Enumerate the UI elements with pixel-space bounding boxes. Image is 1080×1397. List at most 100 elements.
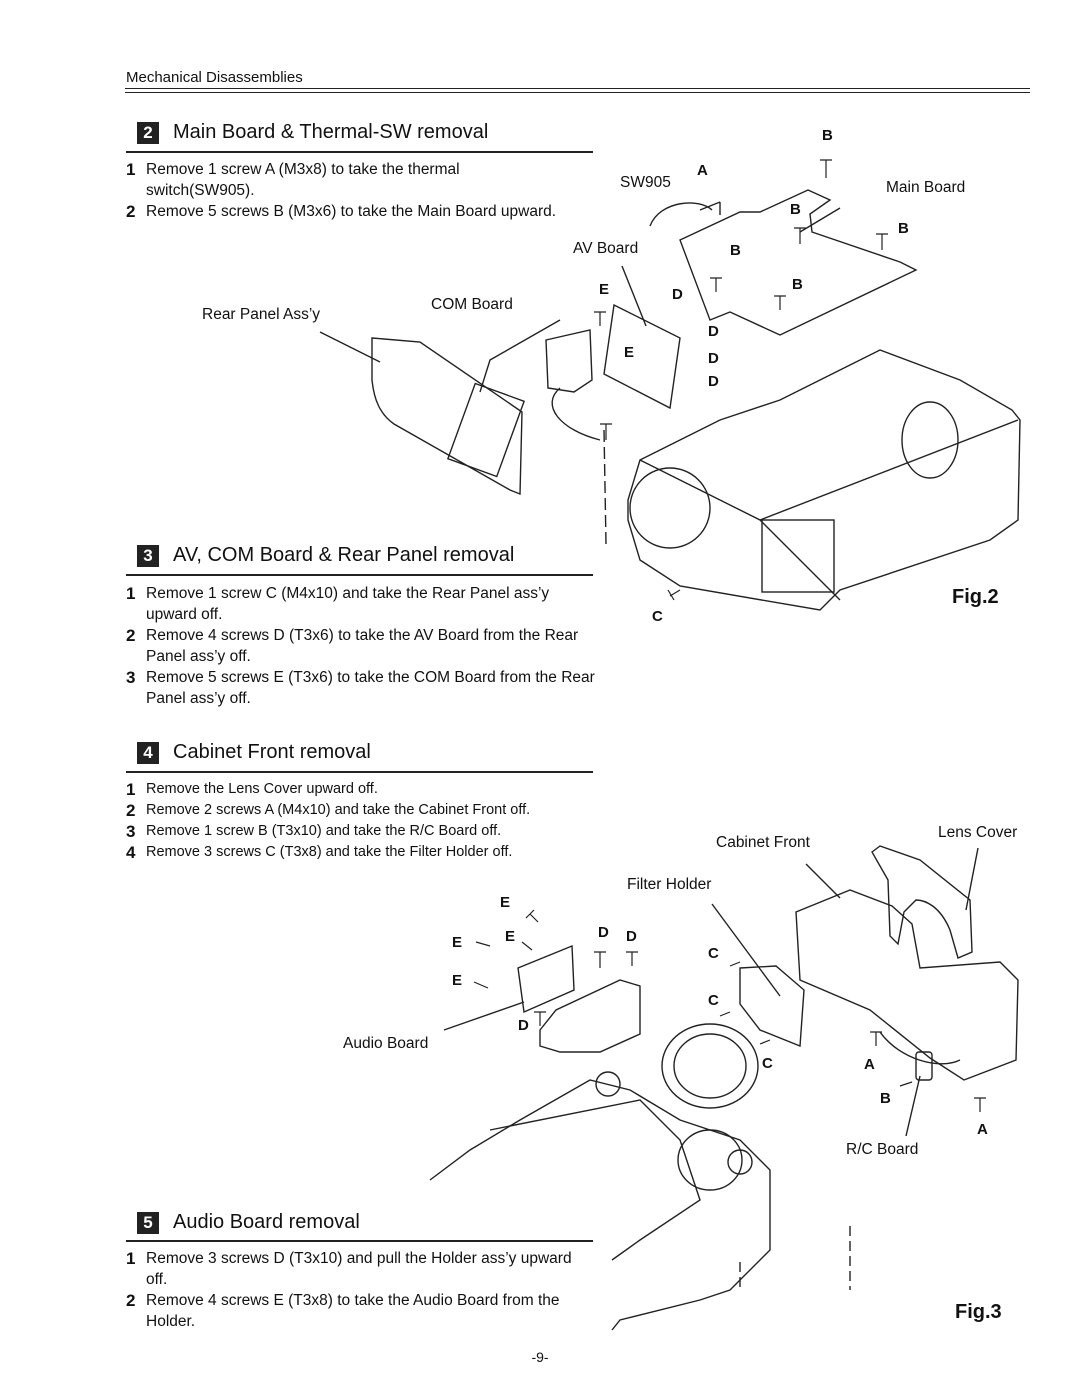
fig3-caption: Fig.3 — [955, 1301, 1002, 1323]
main-board-label: Main Board — [886, 179, 966, 196]
callout-d: D — [626, 928, 637, 945]
callout-d: D — [708, 323, 719, 340]
callout-b: B — [790, 201, 801, 218]
screws-fig2 — [594, 159, 888, 601]
leader-av-board — [621, 265, 647, 327]
callout-e: E — [452, 972, 463, 989]
section-2-heading: Main Board & Thermal-SW removal — [173, 121, 489, 143]
filter-holder-outline — [739, 965, 805, 1048]
section-4-heading: Cabinet Front removal — [173, 741, 371, 763]
leader-lens-cover — [965, 847, 979, 911]
speaker — [595, 1071, 621, 1097]
cabinet-front-outline — [795, 889, 1019, 1081]
audio-board-outline — [517, 944, 575, 1014]
leader-rear-panel — [319, 331, 381, 363]
callout-a: A — [697, 162, 708, 179]
audio-board-label: Audio Board — [343, 1035, 429, 1052]
callout-e: E — [624, 344, 635, 361]
callout-c: C — [708, 992, 719, 1009]
av-board-outline — [603, 303, 681, 410]
rc-board-label: R/C Board — [846, 1141, 919, 1158]
rear-panel-jacks — [446, 382, 526, 478]
com-cable — [551, 387, 601, 441]
sw905-label: SW905 — [620, 174, 671, 191]
section-2-title: 2 Main Board & Thermal-SW removal — [137, 121, 488, 144]
com-board-label: COM Board — [431, 296, 513, 313]
thermal-switch — [699, 201, 721, 215]
section-4-rule — [126, 771, 593, 773]
section-2-rule — [126, 151, 593, 153]
callout-b: B — [898, 220, 909, 237]
projector-body-fig2 — [627, 349, 1021, 611]
callout-e: E — [599, 281, 610, 298]
callout-b: B — [792, 276, 803, 293]
rc-board — [915, 1051, 933, 1081]
projector-body-fig3 — [429, 1079, 771, 1331]
section-4-title: 4 Cabinet Front removal — [137, 741, 371, 764]
leader-cabinet-front — [805, 863, 841, 899]
av-board-label: AV Board — [573, 240, 639, 257]
leader-rc-board — [905, 1075, 921, 1137]
section-5-heading: Audio Board removal — [173, 1211, 360, 1233]
fig2-caption: Fig.2 — [952, 586, 999, 608]
page-number: -9- — [531, 1349, 549, 1365]
callout-d: D — [708, 373, 719, 390]
header-rule — [125, 88, 1030, 93]
callout-e: E — [500, 894, 511, 911]
filter-gasket — [661, 1023, 759, 1109]
main-board-outline — [679, 189, 918, 336]
leader-main-board — [799, 207, 841, 233]
leader-audio-board — [443, 1001, 525, 1031]
lens-opening — [879, 1031, 961, 1065]
section-3-title: 3 AV, COM Board & Rear Panel removal — [137, 544, 514, 567]
callout-a: A — [864, 1056, 875, 1073]
lamp-reflector — [629, 467, 711, 549]
lens-cover-label: Lens Cover — [938, 824, 1018, 841]
rear-panel-label: Rear Panel Ass’y — [202, 306, 321, 323]
section-3-heading: AV, COM Board & Rear Panel removal — [173, 544, 515, 566]
section-5-rule — [126, 1240, 593, 1242]
callout-c: C — [652, 608, 663, 625]
callout-b: B — [880, 1090, 891, 1107]
callout-a: A — [977, 1121, 988, 1138]
com-board-outline — [545, 329, 593, 393]
callout-d: D — [598, 924, 609, 941]
callout-b: B — [822, 127, 833, 144]
callout-c: C — [708, 945, 719, 962]
section-4-number: 4 — [137, 741, 159, 764]
section-5-title: 5 Audio Board removal — [137, 1211, 360, 1234]
running-header: Mechanical Disassemblies — [126, 69, 303, 86]
filter-holder-label: Filter Holder — [627, 876, 712, 893]
callout-e: E — [452, 934, 463, 951]
rear-panel-outline — [371, 337, 523, 496]
section-2-number: 2 — [137, 121, 159, 144]
lamp-housing — [761, 519, 835, 593]
section-3-number: 3 — [137, 544, 159, 567]
screws-fig3 — [473, 909, 986, 1112]
callout-e: E — [505, 928, 516, 945]
callout-d: D — [672, 286, 683, 303]
lens-cover-outline — [871, 845, 973, 959]
leader-filter-holder — [711, 903, 781, 997]
section-5-number: 5 — [137, 1211, 159, 1234]
fan — [901, 401, 959, 479]
callout-d: D — [708, 350, 719, 367]
callout-b: B — [730, 242, 741, 259]
audio-holder-outline — [539, 979, 641, 1053]
